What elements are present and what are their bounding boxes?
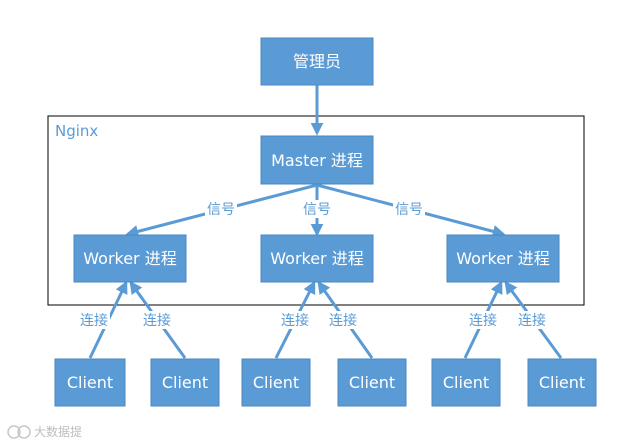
client-node-6: Client <box>527 358 597 407</box>
admin-node-label: 管理员 <box>293 52 341 71</box>
worker-process-node-center: Worker 进程 <box>260 234 374 283</box>
connect-label-4: 连接 <box>329 312 357 329</box>
connect-label-bg-4 <box>327 311 359 329</box>
signal-label-right: 信号 <box>395 202 423 218</box>
worker-process-node-right: Worker 进程 <box>446 234 560 283</box>
worker-process-node-left: Worker 进程 <box>73 234 187 283</box>
connect-label-bg-1 <box>78 311 110 329</box>
client-node-3: Client <box>241 358 311 407</box>
client-node-4-label: Client <box>349 373 395 392</box>
signal-label-bg-right <box>393 200 425 218</box>
connect-label-3: 连接 <box>281 312 309 329</box>
worker-process-label-right: Worker 进程 <box>456 249 549 268</box>
signal-label-left: 信号 <box>207 202 235 218</box>
client-node-2-label: Client <box>162 373 208 392</box>
watermark: 大数据提 <box>7 424 82 439</box>
master-process-label: Master 进程 <box>271 151 363 170</box>
signal-label-center: 信号 <box>303 202 331 218</box>
client-node-5-label: Client <box>443 373 489 392</box>
client-node-5: Client <box>431 358 501 407</box>
signal-label-bg-center <box>301 200 333 218</box>
client-node-1: Client <box>54 358 126 407</box>
client-node-6-label: Client <box>539 373 585 392</box>
worker-process-label-left: Worker 进程 <box>83 249 176 268</box>
connect-label-bg-2 <box>141 311 173 329</box>
master-process-node: Master 进程 <box>260 135 374 185</box>
connect-label-6: 连接 <box>518 312 546 329</box>
connect-label-1: 连接 <box>80 312 108 329</box>
nginx-container-title: Nginx <box>55 122 98 140</box>
worker-process-label-center: Worker 进程 <box>270 249 363 268</box>
signal-label-bg-left <box>205 200 237 218</box>
client-node-4: Client <box>337 358 407 407</box>
watermark-text: 大数据提 <box>34 424 82 439</box>
connect-label-bg-5 <box>467 311 499 329</box>
admin-node: 管理员 <box>260 37 374 86</box>
connect-label-bg-3 <box>279 311 311 329</box>
watermark-logo-icon <box>7 425 31 439</box>
client-node-2: Client <box>150 358 220 407</box>
client-node-1-label: Client <box>67 373 113 392</box>
client-node-3-label: Client <box>253 373 299 392</box>
connect-label-2: 连接 <box>143 312 171 329</box>
connect-label-5: 连接 <box>469 312 497 329</box>
connect-label-bg-6 <box>516 311 548 329</box>
